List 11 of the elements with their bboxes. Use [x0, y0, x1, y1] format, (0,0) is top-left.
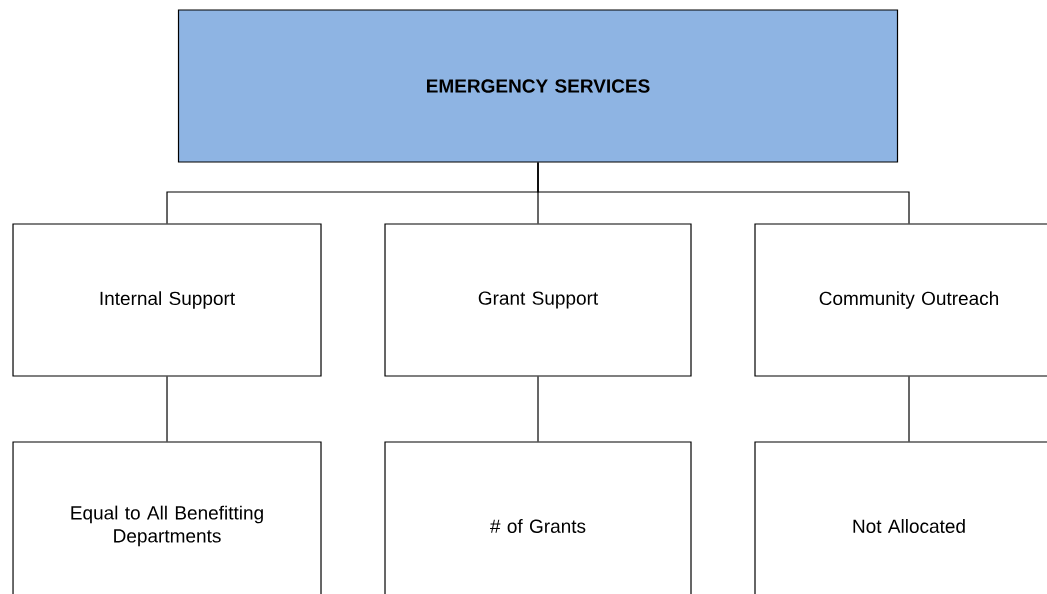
- org-box: Internal Support: [12, 223, 322, 377]
- org-box: Grant Support: [384, 223, 692, 377]
- org-box: Equal to All Benefitting Departments: [12, 441, 322, 594]
- connector-line: [908, 376, 910, 442]
- org-box: # of Grants: [384, 441, 692, 594]
- connector-line: [166, 376, 168, 442]
- org-box: Not Allocated: [754, 441, 1047, 594]
- title-box: EMERGENCY SERVICES: [177, 9, 899, 163]
- connector-line: [537, 376, 539, 442]
- connector-line: [537, 162, 910, 224]
- org-box: Community Outreach: [754, 223, 1047, 377]
